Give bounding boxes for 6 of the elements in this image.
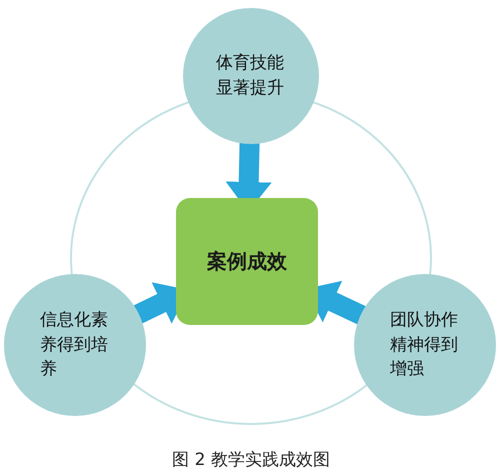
figure-caption: 图 2 教学实践成效图 <box>172 450 330 470</box>
node-label: 团队协作精神得到增强 <box>390 309 459 382</box>
node-label: 体育技能显著提升 <box>216 52 285 100</box>
node-label: 信息化素养得到培养 <box>40 309 109 382</box>
result-box <box>176 198 318 325</box>
node-label: 案例成效 <box>207 248 287 275</box>
